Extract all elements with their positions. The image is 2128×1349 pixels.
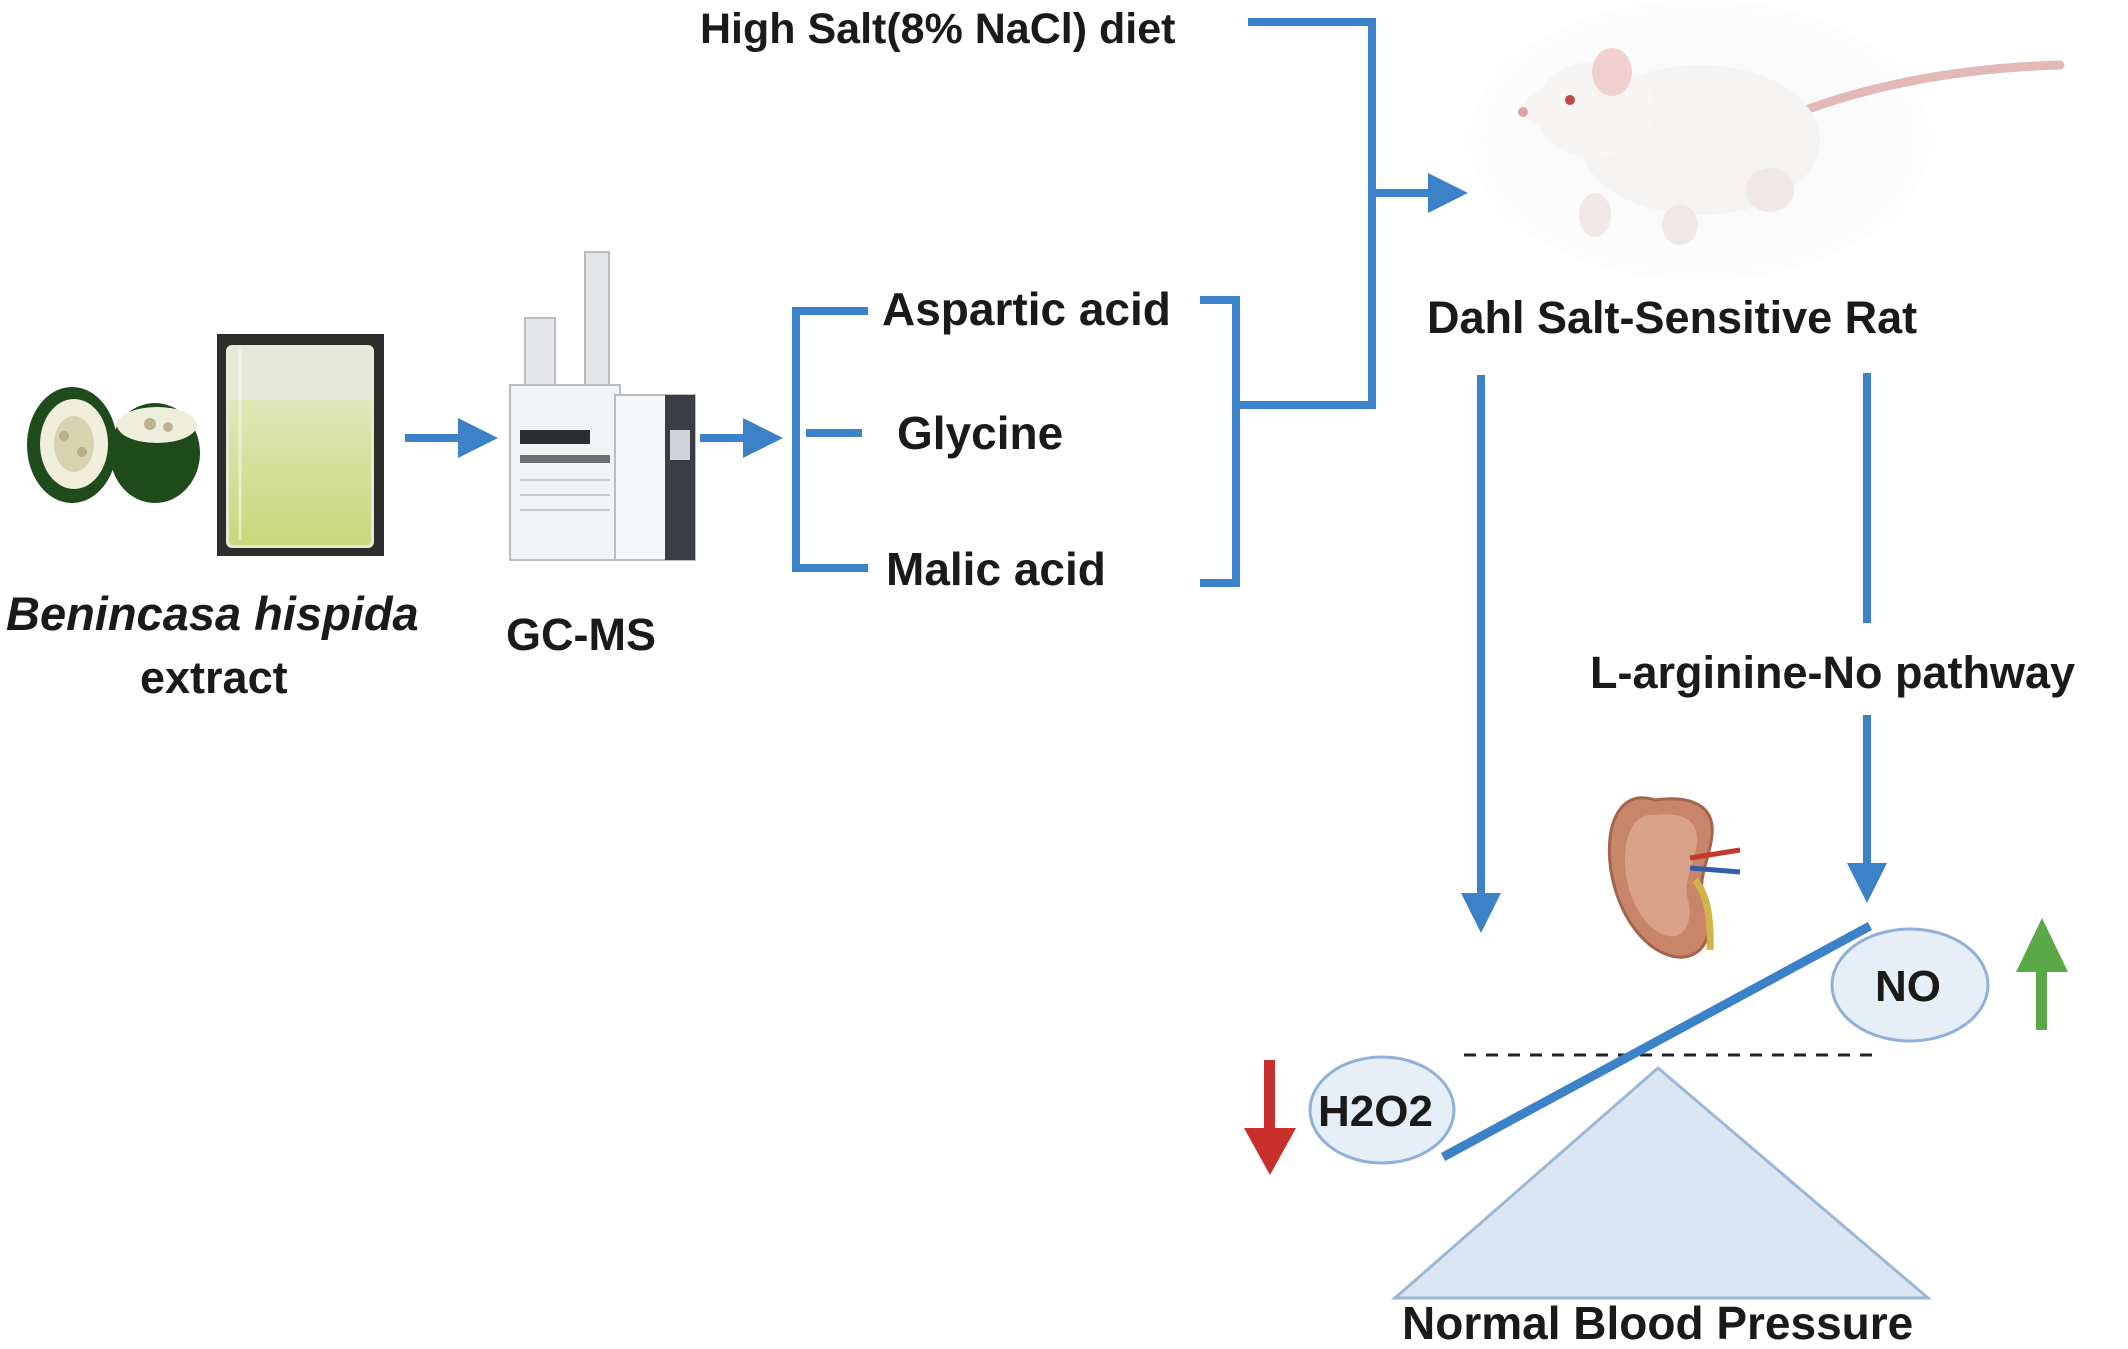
compound-glycine: Glycine bbox=[897, 407, 1064, 459]
diet-label: High Salt(8% NaCl) diet bbox=[700, 5, 1176, 53]
beaker-extract-icon bbox=[217, 334, 384, 556]
increase-arrow-icon bbox=[2016, 918, 2068, 1030]
balance-triangle bbox=[1391, 1066, 1933, 1300]
gcms-label: GC-MS bbox=[506, 609, 656, 660]
gc-ms-instrument-icon bbox=[509, 251, 696, 561]
compound-aspartic-acid: Aspartic acid bbox=[882, 283, 1171, 335]
rat-icon bbox=[1470, 0, 2065, 280]
h2o2-marker bbox=[1308, 1055, 1456, 1165]
kidney-icon bbox=[1607, 796, 1741, 959]
no-label: NO bbox=[1875, 962, 1941, 1011]
rat-label: Dahl Salt-Sensitive Rat bbox=[1427, 292, 1918, 343]
decrease-arrow-icon bbox=[1244, 1060, 1296, 1175]
bracket-compounds-left bbox=[792, 307, 868, 572]
h2o2-label: H2O2 bbox=[1318, 1087, 1433, 1136]
wax-gourd-icon bbox=[27, 387, 200, 503]
bracket-compounds-right bbox=[1200, 296, 1240, 587]
extract-suffix-label: extract bbox=[140, 652, 288, 703]
compound-malic-acid: Malic acid bbox=[886, 543, 1106, 595]
connector-compounds-to-rat bbox=[1240, 18, 1376, 409]
no-marker bbox=[1830, 927, 1990, 1043]
outcome-label: Normal Blood Pressure bbox=[1402, 1297, 1914, 1349]
pathway-label: L-arginine-No pathway bbox=[1590, 647, 2076, 698]
extract-species-label: Benincasa hispida bbox=[6, 587, 419, 640]
flow-connectors bbox=[405, 18, 1887, 933]
balance-beam bbox=[1440, 922, 1873, 1161]
balance-scale bbox=[1308, 922, 1990, 1300]
